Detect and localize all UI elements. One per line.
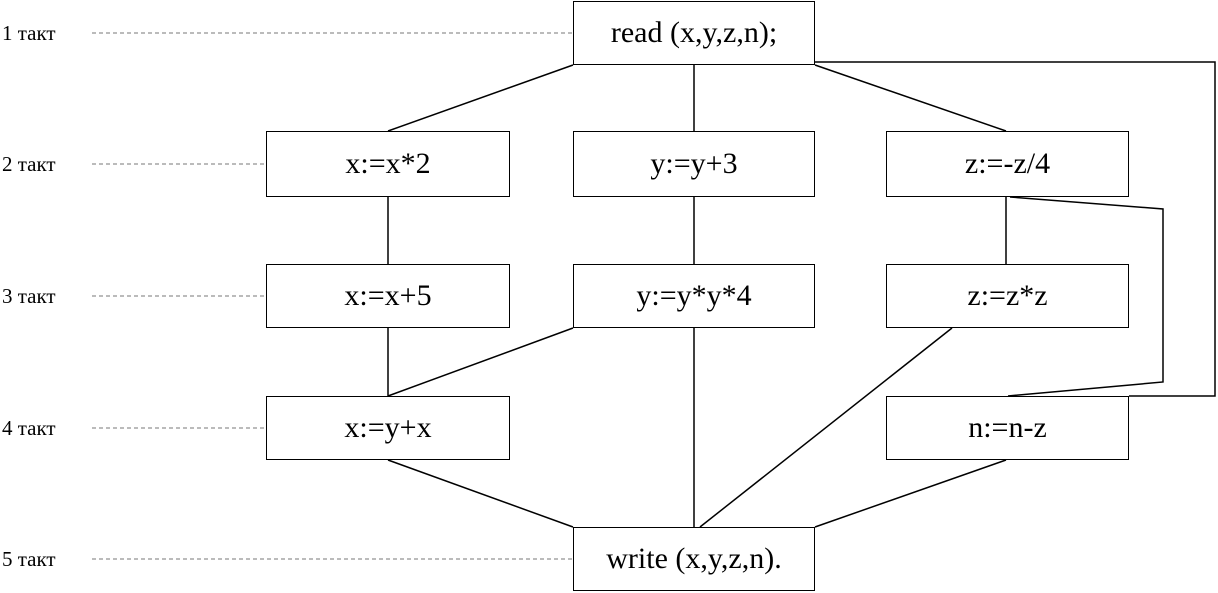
node-write: write (x,y,z,n). <box>573 527 815 591</box>
edge-n-minus-z-to-write <box>814 459 1007 528</box>
node-x-mul2-label: x:=x*2 <box>345 147 431 180</box>
node-read-label: read (x,y,z,n); <box>610 16 778 49</box>
node-x-plus5: x:=x+5 <box>266 264 510 328</box>
edge-z-sq-to-write <box>699 327 953 528</box>
edge-y-sq4-to-x-y-plus-x <box>387 327 574 397</box>
node-z-div4: z:=-z/4 <box>886 131 1129 197</box>
node-y-plus3-label: y:=y+3 <box>650 147 738 180</box>
node-y-sq4: y:=y*y*4 <box>573 264 815 328</box>
node-n-minus-z: n:=n-z <box>886 396 1129 460</box>
node-z-sq: z:=z*z <box>886 264 1129 328</box>
node-x-plus5-label: x:=x+5 <box>344 279 432 312</box>
edge-read-to-x-mul2 <box>387 64 574 132</box>
node-write-label: write (x,y,z,n). <box>606 542 782 575</box>
node-x-mul2: x:=x*2 <box>266 131 510 197</box>
node-y-sq4-label: y:=y*y*4 <box>636 279 752 312</box>
tact-label-3: 3 такт <box>2 284 56 308</box>
tact-label-1: 1 такт <box>2 21 56 45</box>
edge-z-div4-to-n-minus-z <box>1007 196 1164 397</box>
edge-read-to-z-div4 <box>814 64 1007 132</box>
node-read: read (x,y,z,n); <box>573 1 815 65</box>
edge-read-to-n-minus-z <box>815 61 1216 397</box>
node-x-y-plus-x: x:=y+x <box>266 396 510 460</box>
tact-label-4: 4 такт <box>2 416 56 440</box>
tact-label-5: 5 такт <box>2 547 56 571</box>
edge-x-y-plus-x-to-write <box>387 459 574 528</box>
tact-label-2: 2 такт <box>2 152 56 176</box>
node-n-minus-z-label: n:=n-z <box>968 411 1047 444</box>
node-y-plus3: y:=y+3 <box>573 131 815 197</box>
node-z-div4-label: z:=-z/4 <box>964 147 1051 180</box>
node-x-y-plus-x-label: x:=y+x <box>344 411 432 444</box>
node-z-sq-label: z:=z*z <box>967 279 1048 312</box>
